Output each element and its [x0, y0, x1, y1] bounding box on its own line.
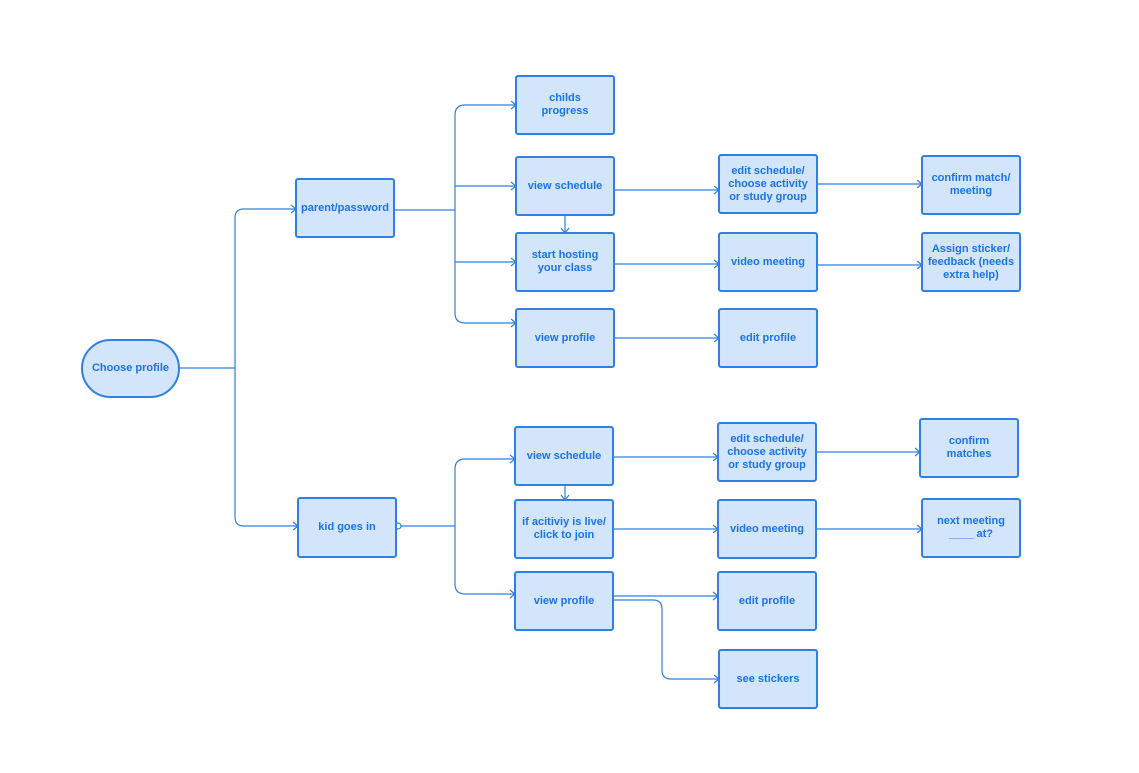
node-kid-goes-in[interactable]: kid goes in: [297, 497, 397, 558]
node-kid-join-activity[interactable]: if acitiviy is live/ click to join: [514, 499, 614, 559]
node-kid-next-meeting[interactable]: next meeting ____ at?: [921, 498, 1021, 558]
node-parent-confirm-match[interactable]: confirm match/ meeting: [921, 155, 1021, 215]
node-parent-edit-profile[interactable]: edit profile: [718, 308, 818, 368]
node-parent-childs-progress[interactable]: childs progress: [515, 75, 615, 135]
node-kid-see-stickers[interactable]: see stickers: [718, 649, 818, 709]
connector-to-kid: [234, 368, 298, 527]
node-parent-start-hosting[interactable]: start hosting your class: [515, 232, 615, 292]
node-kid-view-profile[interactable]: view profile: [514, 571, 614, 631]
node-kid-video-meeting[interactable]: video meeting: [717, 499, 817, 559]
node-parent-password[interactable]: parent/password: [295, 178, 395, 238]
connector-kid-profile-to-stickers: [613, 599, 719, 680]
node-kid-edit-schedule[interactable]: edit schedule/ choose activity or study …: [717, 422, 817, 482]
connector-to-parent: [234, 208, 296, 368]
node-parent-video-meeting[interactable]: video meeting: [718, 232, 818, 292]
connector-parent-vertical: [454, 104, 516, 324]
node-parent-assign-sticker[interactable]: Assign sticker/ feedback (needs extra he…: [921, 232, 1021, 292]
node-choose-profile[interactable]: Choose profile: [81, 339, 180, 398]
node-kid-confirm-matches[interactable]: confirm matches: [919, 418, 1019, 478]
node-kid-view-schedule[interactable]: view schedule: [514, 426, 614, 486]
node-parent-edit-schedule[interactable]: edit schedule/ choose activity or study …: [718, 154, 818, 214]
node-parent-view-schedule[interactable]: view schedule: [515, 156, 615, 216]
node-kid-edit-profile[interactable]: edit profile: [717, 571, 817, 631]
connector-kid-vertical: [454, 458, 515, 595]
node-parent-view-profile[interactable]: view profile: [515, 308, 615, 368]
